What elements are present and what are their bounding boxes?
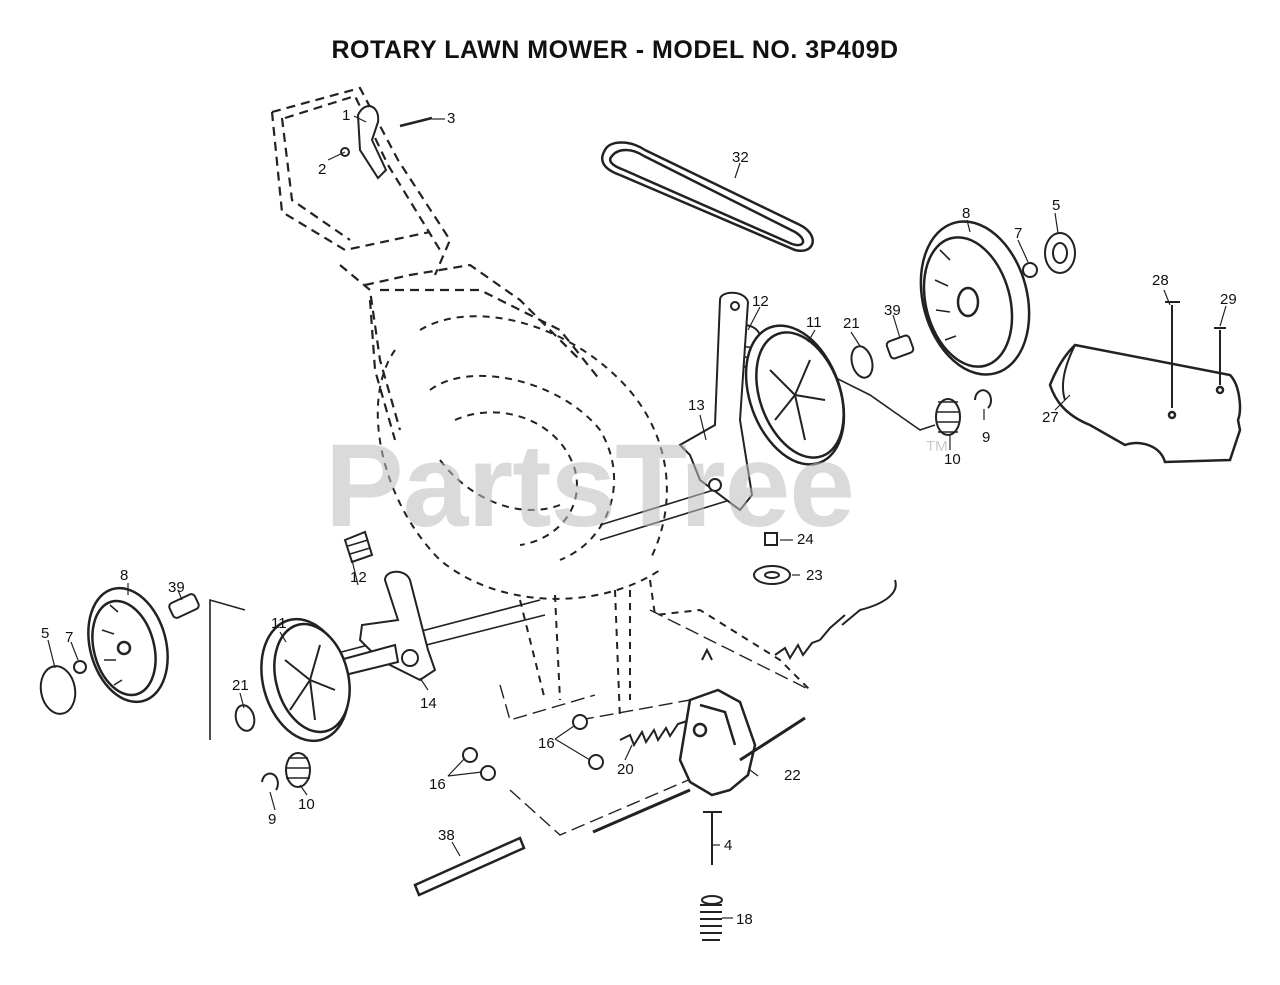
callout-39-upper: 39 (884, 302, 901, 319)
callout-1: 1 (342, 107, 351, 124)
callout-27: 27 (1042, 409, 1059, 426)
part-bracket-upper (678, 291, 754, 512)
part-belt (601, 141, 814, 253)
callout-21-lower: 21 (232, 677, 249, 694)
callout-10-lower: 10 (298, 796, 315, 813)
callout-22: 22 (784, 767, 801, 784)
callout-8-upper: 8 (962, 205, 971, 222)
callout-14: 14 (420, 695, 437, 712)
callout-7-lower: 7 (65, 629, 74, 646)
callout-28: 28 (1152, 272, 1169, 289)
callout-16-lower: 16 (429, 776, 446, 793)
part-washer-lower (234, 704, 256, 732)
part-wheel-upper (919, 220, 1031, 376)
part-nut-cap-upper (1022, 232, 1076, 278)
part-cable (701, 579, 897, 661)
callout-32: 32 (732, 149, 749, 166)
callout-18: 18 (736, 911, 753, 928)
callout-39-lower: 39 (168, 579, 185, 596)
part-spacer-lower (168, 593, 200, 619)
part-spring (619, 719, 691, 748)
callout-11-lower: 11 (271, 615, 287, 632)
part-transmission (592, 688, 806, 834)
diagram-title: ROTARY LAWN MOWER - MODEL NO. 3P409D (331, 36, 899, 64)
part-pin (703, 811, 722, 865)
deck-phantom (376, 315, 811, 721)
part-nut-washer (753, 532, 791, 585)
callout-7-upper: 7 (1014, 225, 1023, 242)
callout-12-lower: 12 (350, 569, 367, 586)
callout-4: 4 (724, 837, 733, 854)
callout-38: 38 (438, 827, 455, 844)
part-spring-lower (700, 895, 723, 941)
callout-13: 13 (688, 397, 705, 414)
callout-9-lower: 9 (268, 811, 277, 828)
part-bracket-lower (338, 570, 437, 682)
part-nuts (462, 714, 604, 781)
part-rod (413, 836, 526, 897)
part-gear-lower (261, 752, 311, 791)
callout-8-lower: 8 (120, 567, 129, 584)
part-screws (1165, 301, 1226, 408)
part-handle-control (340, 105, 433, 180)
part-wheel-cover-lower (260, 617, 351, 743)
part-pad-lower (343, 530, 374, 564)
part-wheel-cover-upper (744, 324, 846, 466)
callout-16-upper: 16 (538, 735, 555, 752)
part-spacer-upper (885, 334, 915, 360)
callout-5-upper: 5 (1052, 197, 1061, 214)
part-nut-cap-lower (39, 660, 87, 715)
part-gear-upper (935, 389, 992, 436)
callout-12-upper: 12 (752, 293, 769, 310)
callout-9-upper: 9 (982, 429, 991, 446)
leader-lines (47, 115, 1227, 919)
part-washer-upper (850, 345, 874, 379)
callout-3: 3 (447, 110, 456, 127)
callout-11-upper: 11 (806, 314, 822, 331)
callout-2: 2 (318, 161, 327, 178)
callout-24: 24 (797, 531, 814, 548)
callout-23: 23 (806, 567, 823, 584)
part-rear-cover (1048, 343, 1242, 464)
part-wheel-lower (87, 586, 169, 704)
watermark-trademark: TM (926, 438, 948, 455)
callout-20: 20 (617, 761, 634, 778)
callout-5-lower: 5 (41, 625, 50, 642)
callout-29: 29 (1220, 291, 1237, 308)
assembly-lines (499, 609, 811, 836)
callout-10-upper: 10 (944, 451, 961, 468)
callout-21-upper: 21 (843, 315, 860, 332)
